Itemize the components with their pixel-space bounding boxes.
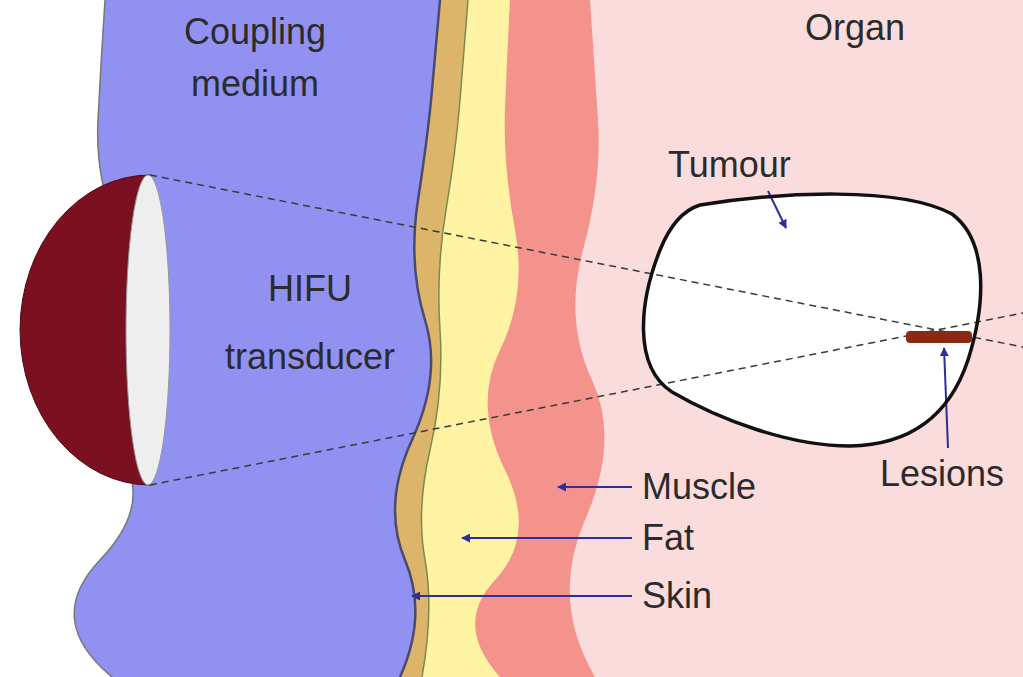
leader-arrow [462, 537, 632, 539]
muscle-layer [0, 0, 604, 677]
coupling-boundary [395, 0, 440, 677]
skin-layer [0, 0, 468, 677]
leader-arrow [412, 595, 632, 597]
layer-label: Fat [642, 516, 842, 559]
transducer-face [126, 175, 170, 485]
node-text: Organ [805, 6, 985, 49]
tumour-outline-svg [640, 195, 985, 450]
transducer-label: HIFU transducer [215, 255, 405, 392]
tumour-outline [643, 194, 980, 446]
tumour-region: Tumour [640, 195, 985, 450]
beam-edge [150, 175, 1023, 347]
layer-label: Muscle [642, 465, 842, 508]
leader-arrow [558, 486, 632, 488]
tumour-fill [643, 194, 980, 446]
coupling-medium-fill [0, 0, 440, 677]
node-text: Tumour [668, 143, 868, 186]
layer-label: Skin [642, 574, 842, 617]
lesion-mark [906, 331, 972, 343]
fat-layer [0, 0, 519, 677]
lesion-label: Lesions [880, 452, 1018, 495]
node-text: Coupling medium [155, 6, 355, 110]
